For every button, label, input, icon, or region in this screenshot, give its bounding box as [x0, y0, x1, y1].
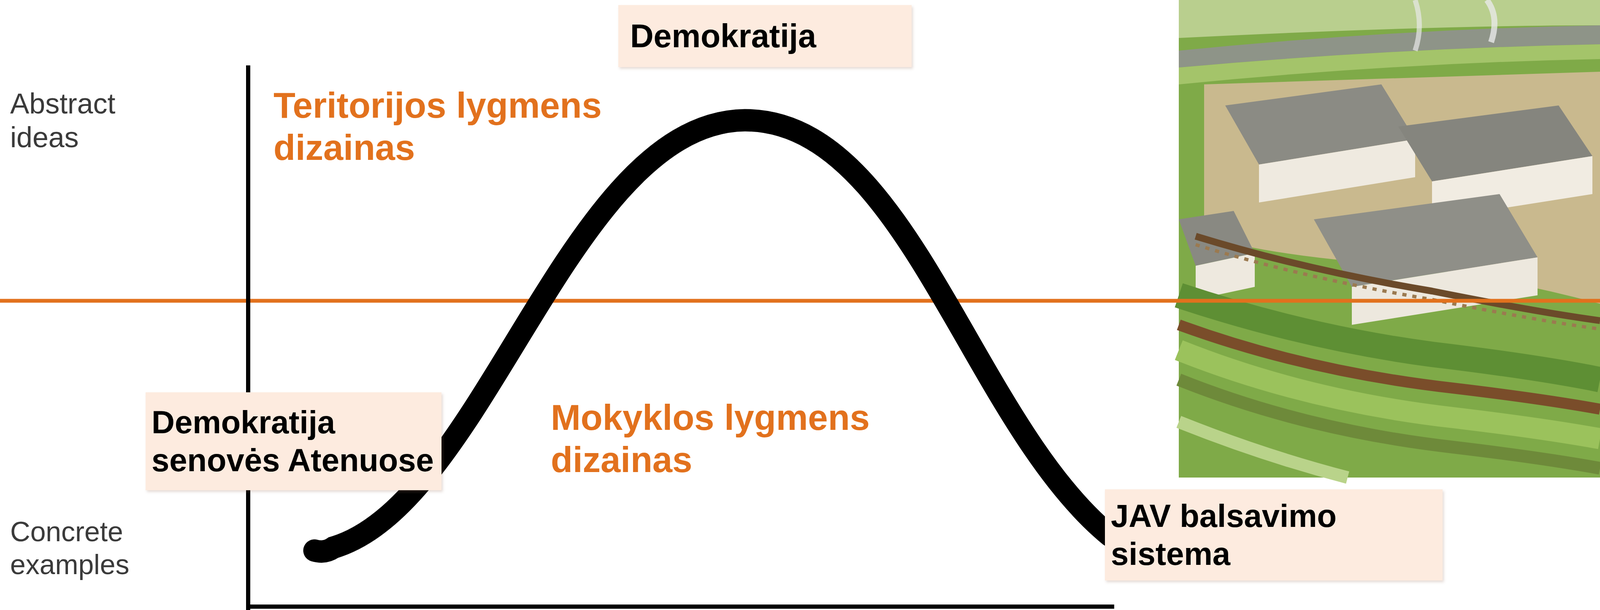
axis-label-wrap: Concrete examples — [10, 515, 150, 582]
level-label: Teritorijos lygmens dizainas — [273, 84, 637, 170]
level-label: Mokyklos lygmens dizainas — [550, 396, 931, 482]
example-box: Demokratija — [618, 5, 912, 68]
x-axis — [246, 604, 1115, 610]
y-axis — [246, 65, 251, 610]
box-text: Demokratija — [630, 16, 900, 56]
box-text: JAV balsavimo sistema — [1110, 497, 1437, 573]
settlement-illustration — [1178, 0, 1600, 478]
example-box: Demokratija senovės Atenuose — [145, 392, 442, 491]
divider-line — [0, 299, 1600, 304]
axis-label: Abstract ideas — [10, 86, 179, 155]
level-label-wrap: Mokyklos lygmens dizainas — [550, 396, 931, 482]
box-text: Demokratija senovės Atenuose — [151, 403, 436, 480]
axis-label: Concrete examples — [10, 515, 150, 582]
example-box: JAV balsavimo sistema — [1104, 489, 1443, 581]
level-label-wrap: Teritorijos lygmens dizainas — [273, 84, 637, 170]
axis-label-wrap: Abstract ideas — [10, 86, 179, 155]
